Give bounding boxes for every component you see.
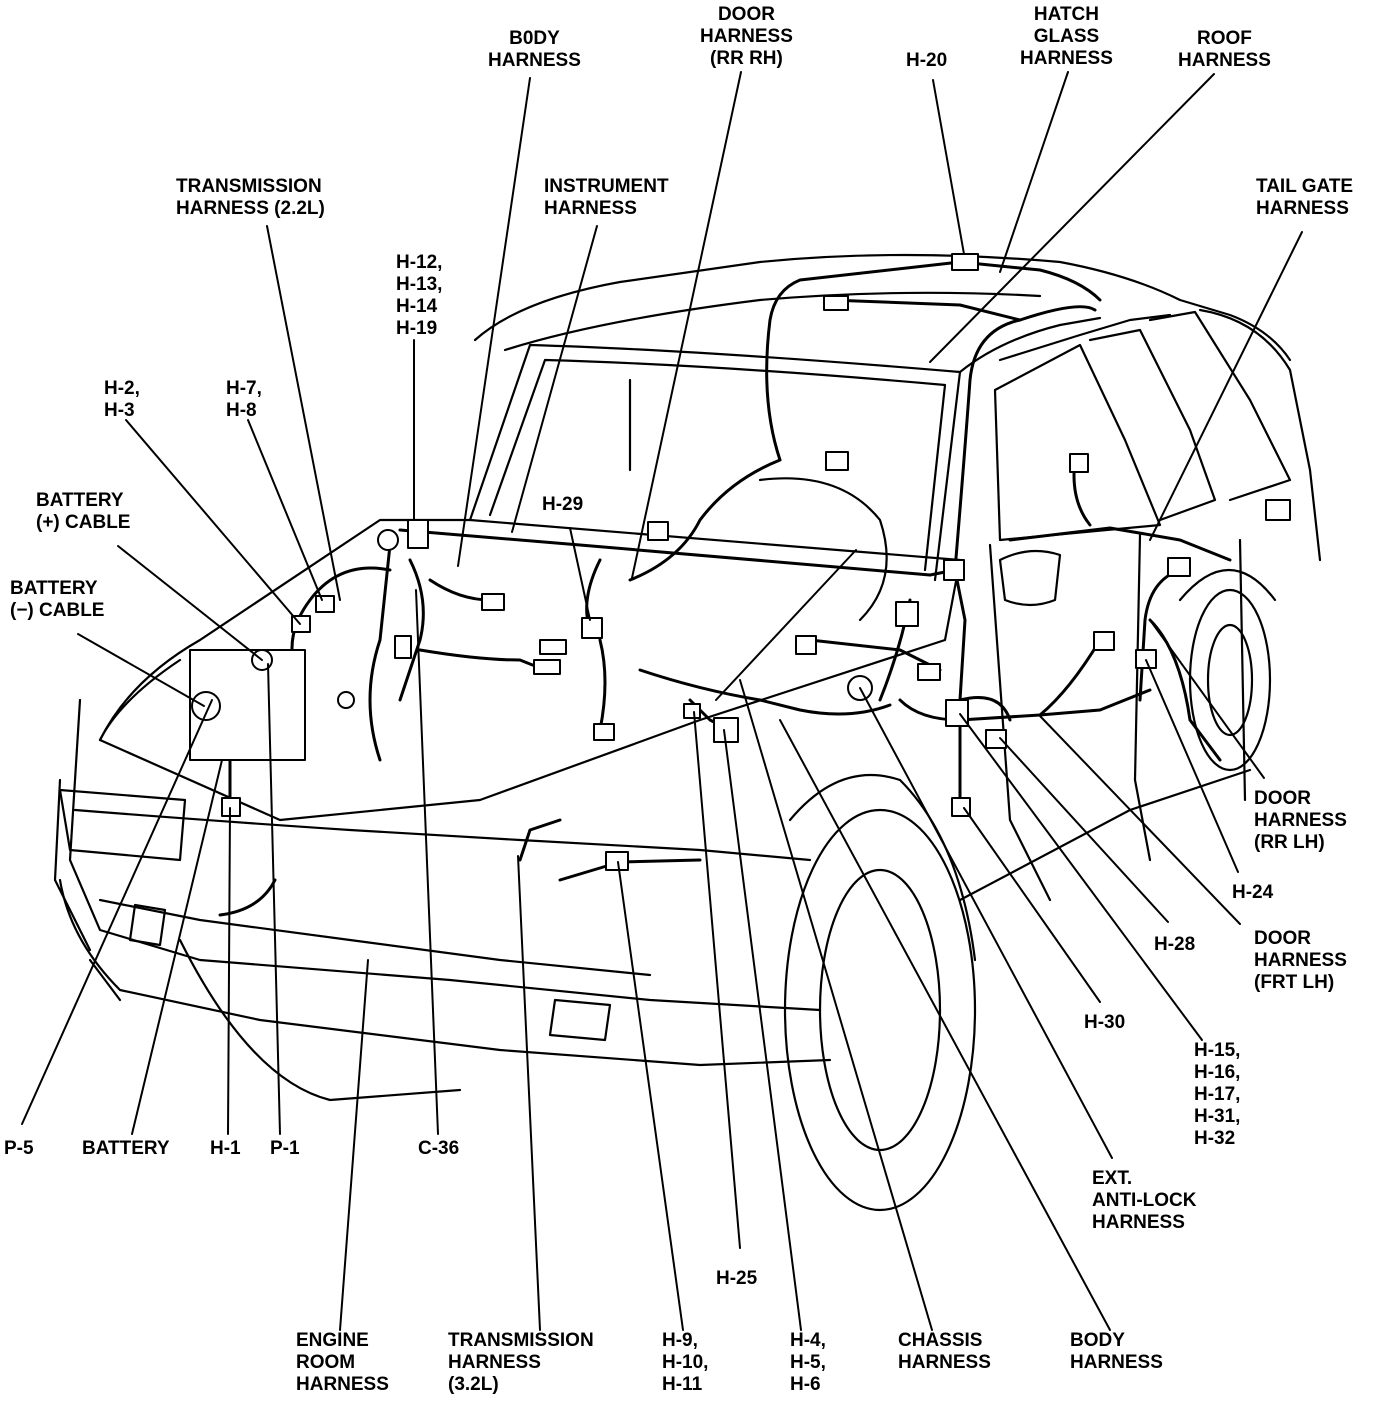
label-h24: H-24 bbox=[1232, 882, 1274, 903]
label-p5: P-5 bbox=[4, 1138, 34, 1159]
connector-misc-10 bbox=[917, 663, 941, 681]
label-h4-group: H-4, H-5, H-6 bbox=[790, 1330, 826, 1395]
connector-misc-4 bbox=[647, 521, 669, 541]
connector-h25 bbox=[683, 703, 701, 719]
connector-roof bbox=[823, 295, 849, 311]
wiring-harness bbox=[208, 260, 1232, 917]
label-ext-antilock-harness: EXT. ANTI-LOCK HARNESS bbox=[1092, 1168, 1197, 1233]
connector-misc-5 bbox=[593, 723, 615, 741]
connector-misc-13 bbox=[1069, 453, 1089, 473]
label-c36: C-36 bbox=[418, 1138, 460, 1159]
connector-h29 bbox=[581, 617, 603, 639]
label-h2-h3: H-2, H-3 bbox=[104, 378, 140, 421]
connector-h24 bbox=[1135, 649, 1157, 669]
label-battery: BATTERY bbox=[82, 1138, 170, 1159]
connector-misc-7 bbox=[943, 559, 965, 581]
label-h28: H-28 bbox=[1154, 934, 1196, 955]
connector-h15 bbox=[945, 699, 969, 727]
connector-misc-11 bbox=[1093, 631, 1115, 651]
label-instrument-harness: INSTRUMENT HARNESS bbox=[544, 176, 669, 219]
battery-terminal-neg bbox=[191, 691, 221, 721]
connector-misc-14 bbox=[1265, 499, 1291, 521]
label-door-harness-frt-lh: DOOR HARNESS (FRT LH) bbox=[1254, 928, 1347, 993]
label-chassis-harness: CHASSIS HARNESS bbox=[898, 1330, 991, 1373]
connector-h7 bbox=[315, 595, 335, 613]
label-h30: H-30 bbox=[1084, 1012, 1126, 1033]
connector-misc-8 bbox=[895, 601, 919, 627]
connector-h1 bbox=[221, 797, 241, 817]
vehicle-outline bbox=[53, 253, 1322, 1212]
connector-misc-3 bbox=[533, 659, 561, 675]
connector-h12 bbox=[407, 519, 429, 549]
label-h15-group: H-15, H-16, H-17, H-31, H-32 bbox=[1194, 1040, 1241, 1149]
connector-misc-12 bbox=[1167, 557, 1191, 577]
connector-misc-1 bbox=[481, 593, 505, 611]
connector-h9 bbox=[605, 851, 629, 871]
connector-round-1 bbox=[377, 529, 399, 551]
label-tail-gate-harness: TAIL GATE HARNESS bbox=[1256, 176, 1354, 219]
connectors bbox=[189, 253, 1291, 871]
label-p1: P-1 bbox=[270, 1138, 300, 1159]
label-h25: H-25 bbox=[716, 1268, 758, 1289]
connector-round-3 bbox=[337, 691, 355, 709]
label-transmission-harness-22: TRANSMISSION HARNESS (2.2L) bbox=[176, 176, 325, 219]
label-door-harness-rr-lh: DOOR HARNESS (RR LH) bbox=[1254, 788, 1347, 853]
label-h29: H-29 bbox=[542, 494, 584, 515]
connector-h20 bbox=[951, 253, 979, 271]
label-battery-pos-cable: BATTERY (+) CABLE bbox=[36, 490, 131, 533]
connector-misc-2 bbox=[539, 639, 567, 655]
label-body-harness-bottom: BODY HARNESS bbox=[1070, 1330, 1163, 1373]
label-roof-harness: ROOF HARNESS bbox=[1178, 28, 1271, 71]
connector-h28 bbox=[985, 729, 1007, 749]
label-h9-group: H-9, H-10, H-11 bbox=[662, 1330, 709, 1395]
connector-misc-9 bbox=[795, 635, 817, 655]
label-transmission-harness-32: TRANSMISSION HARNESS (3.2L) bbox=[448, 1330, 594, 1395]
label-h1: H-1 bbox=[210, 1138, 241, 1159]
label-battery-neg-cable: BATTERY (−) CABLE bbox=[10, 578, 105, 621]
label-engine-room-harness: ENGINE ROOM HARNESS bbox=[296, 1330, 389, 1395]
label-body-harness-top: B0DY HARNESS bbox=[488, 28, 581, 71]
leader-lines bbox=[21, 71, 1303, 1331]
connector-misc-6 bbox=[825, 451, 849, 471]
label-door-harness-rr-rh: DOOR HARNESS (RR RH) bbox=[700, 4, 793, 69]
label-h12-group: H-12, H-13, H-14 H-19 bbox=[396, 252, 443, 339]
connector-c36 bbox=[394, 635, 412, 659]
label-h20: H-20 bbox=[906, 50, 948, 71]
label-h7-h8: H-7, H-8 bbox=[226, 378, 262, 421]
label-hatch-glass-harness: HATCH GLASS HARNESS bbox=[1020, 4, 1113, 69]
